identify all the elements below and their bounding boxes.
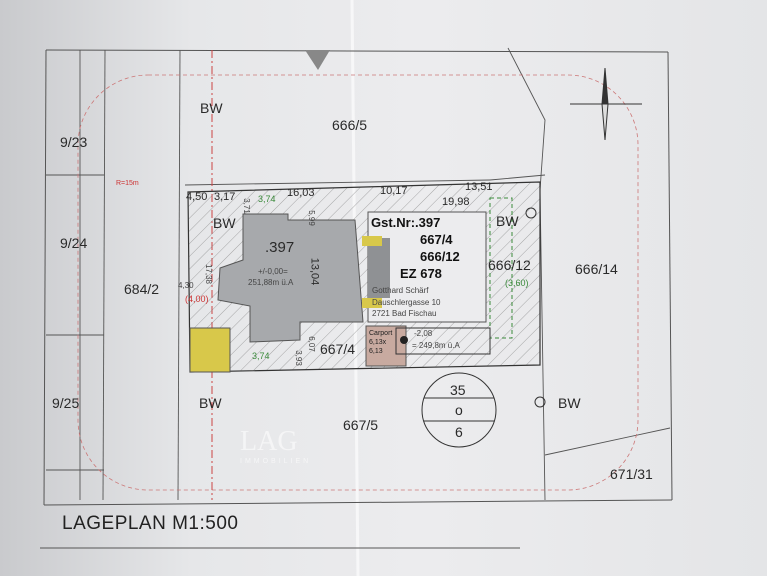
- plot-line1: 667/4: [420, 232, 453, 247]
- radius-label: R=15m: [116, 180, 139, 187]
- terrace: [368, 238, 390, 298]
- frame-left: [43, 49, 47, 506]
- parcel-lines: [46, 47, 671, 501]
- parcel-667-5: 667/5: [343, 417, 379, 433]
- parcel-9-23: 9/23: [60, 134, 88, 150]
- radius-line: [77, 74, 639, 491]
- density-circle: [421, 372, 497, 448]
- elevation-line1: +/-0,00=: [258, 267, 288, 276]
- dim-3-60: (3,60): [505, 278, 529, 288]
- frame-bottom: [43, 499, 673, 506]
- yellow-shed: [189, 327, 231, 373]
- dim-13-04: 13,04: [308, 257, 321, 286]
- parcel-666-14: 666/14: [575, 261, 618, 277]
- dim-3-17: 3,17: [214, 191, 236, 203]
- carport-elevation-box: [395, 327, 491, 355]
- carport-elev1: -2,08: [414, 329, 433, 338]
- dim-3-71: 3,71: [241, 198, 251, 214]
- carport-elev2: = 249,8m ü.A: [412, 341, 460, 350]
- parcel-666-12: 666/12: [488, 257, 531, 273]
- parcel-671-31: 671/31: [610, 466, 653, 482]
- owner-street: Dauschlergasse 10: [372, 298, 441, 307]
- owner-city: 2721 Bad Fischau: [372, 309, 437, 318]
- bw-label: BW: [200, 100, 223, 116]
- dim-3-93: 3,93: [293, 350, 303, 366]
- building-footprint: [217, 213, 364, 343]
- dim-4-00: (4,00): [185, 294, 209, 304]
- dim-3-74-bottom: 3,74: [252, 351, 270, 361]
- carport: [365, 325, 407, 367]
- carport-label: Carport: [369, 330, 393, 337]
- watermark-logo: LAG: [240, 426, 298, 457]
- tree-icon: [534, 396, 546, 408]
- bw-label: BW: [213, 215, 236, 231]
- owner-name: Gotthard Schärf: [372, 286, 429, 295]
- parcel-684-2: 684/2: [124, 281, 160, 297]
- density-bottom: 6: [455, 424, 463, 440]
- plan-title: LAGEPLAN M1:500: [62, 513, 239, 534]
- parcel-667-4: 667/4: [320, 341, 356, 357]
- dim-10-17: 10,17: [380, 185, 408, 197]
- dim-19-98: 19,98: [442, 196, 470, 208]
- neighbor-building: [305, 50, 330, 70]
- gst-nr: Gst.Nr:.397: [371, 215, 441, 230]
- yellow-stairs-top: [362, 236, 382, 246]
- carport-dim2: 6,13: [369, 348, 383, 355]
- parcel-397: .397: [265, 239, 295, 256]
- parcel-9-25: 9/25: [52, 395, 80, 411]
- watermark-subtitle: IMMOBILIEN: [240, 458, 312, 465]
- plot-ez: EZ 678: [400, 266, 442, 281]
- bw-label: BW: [558, 395, 581, 411]
- yellow-stairs-bottom: [362, 298, 382, 308]
- dim-3-74-top: 3,74: [258, 194, 276, 204]
- parcel-666-5: 666/5: [332, 117, 368, 133]
- plot-line2: 666/12: [420, 249, 460, 264]
- bw-label: BW: [496, 213, 519, 229]
- density-top: 35: [450, 382, 466, 398]
- dim-6-07: 6,07: [306, 336, 316, 352]
- tree-icon: [525, 207, 537, 219]
- frame-top: [45, 49, 669, 53]
- dim-4-50: 4,50: [186, 191, 208, 203]
- parcel-9-24: 9/24: [60, 235, 88, 251]
- dim-17-38: 17,38: [204, 263, 214, 285]
- dim-13-51: 13,51: [465, 181, 493, 193]
- setback-line: [489, 197, 513, 339]
- bw-label: BW: [199, 395, 222, 411]
- dim-4-30: 4,30: [178, 281, 194, 290]
- elevation-line2: 251,88m ü.A: [248, 278, 294, 287]
- density-mid: o: [455, 402, 463, 418]
- dim-16-03: 16,03: [287, 187, 315, 199]
- survey-point-icon: [400, 336, 408, 344]
- carport-dim1: 6,13x: [369, 339, 387, 346]
- north-arrow-icon: [570, 67, 642, 141]
- frame-right: [667, 51, 673, 501]
- dim-5-99: 5,99: [306, 210, 316, 226]
